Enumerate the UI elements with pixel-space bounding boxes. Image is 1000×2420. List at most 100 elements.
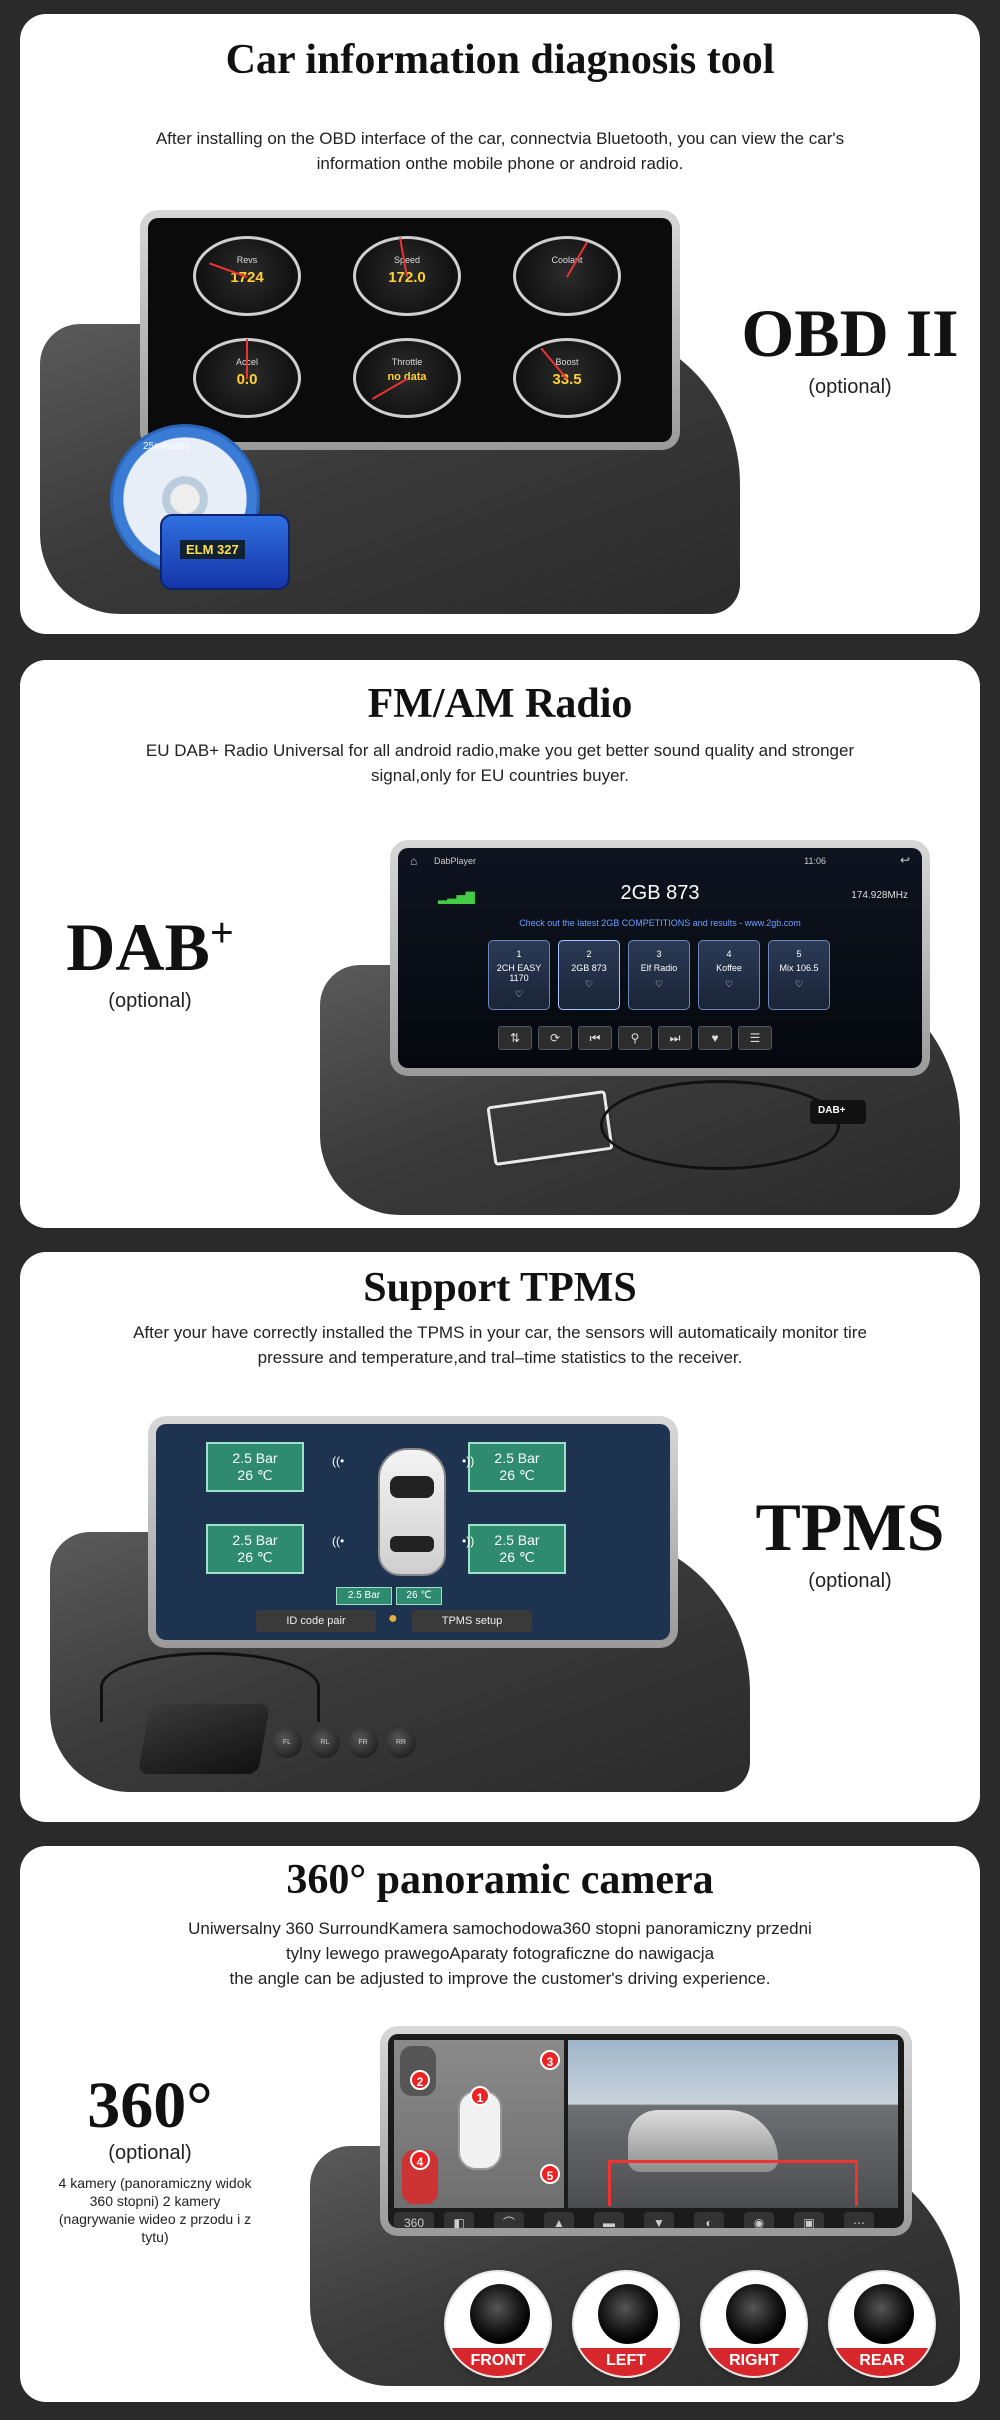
dab-frequency: 174.928MHz — [851, 890, 908, 901]
camera-live-view — [568, 2040, 898, 2208]
sensor-rl: RL — [310, 1728, 340, 1758]
tpms-card: Support TPMS After your have correctly i… — [20, 1252, 980, 1822]
tpms-optional: (optional) — [808, 1570, 892, 1592]
camera-right-label: RIGHT — [702, 2348, 806, 2376]
camera-right: RIGHT — [700, 2270, 808, 2378]
record-icon[interactable]: ▣ — [794, 2212, 824, 2228]
obd-screen: Revs 1724 Speed 172.0 Coolant Accel 0.0 … — [148, 218, 672, 442]
disc-label: 25minutes — [143, 441, 190, 452]
station-5[interactable]: 5 Mix 106.5 ♡ — [768, 940, 830, 1010]
dab-card: FM/AM Radio EU DAB+ Radio Universal for … — [20, 660, 980, 1228]
status-time: 11:06 — [804, 856, 826, 866]
search-button[interactable]: ⟳ — [538, 1026, 572, 1050]
tpms-label: TPMS — [755, 1489, 945, 1565]
favorite-icon[interactable]: ♡ — [794, 979, 804, 989]
favorite-icon[interactable]: ♡ — [514, 989, 524, 999]
camera-front: FRONT — [444, 2270, 552, 2378]
camera-toolbar: 360 ◧ ⌒ ▲ ▬ ▼ ◐ ◉ ▣ ⋯ — [394, 2212, 898, 2228]
view-360-button[interactable]: 360 — [394, 2212, 434, 2228]
side-view-icon[interactable]: ◐ — [694, 2212, 724, 2228]
gauge-boost: Boost 33.5 — [513, 338, 621, 418]
front-view-icon[interactable]: ▲ — [544, 2212, 574, 2228]
search-icon[interactable]: ⚲ — [618, 1026, 652, 1050]
tpms-title: Support TPMS — [363, 1265, 637, 1311]
camera-optional: (optional) — [108, 2142, 192, 2164]
center-temp: 26 ℃ — [396, 1587, 442, 1605]
marker-1: 1 — [470, 2086, 490, 2106]
camera-card: 360° panoramic camera Uniwersalny 360 Su… — [20, 1846, 980, 2402]
antenna-cable — [600, 1080, 840, 1170]
camera-left-label: LEFT — [574, 2348, 678, 2376]
tire-rear-left: 2.5 Bar 26 ℃ — [206, 1524, 304, 1574]
dab-title: FM/AM Radio — [367, 681, 633, 727]
obd-label: OBD II — [741, 295, 959, 371]
station-3[interactable]: 3 Elf Radio ♡ — [628, 940, 690, 1010]
list-button[interactable]: ☰ — [738, 1026, 772, 1050]
signal-icon: ▂▃▅▇ — [438, 890, 475, 904]
marker-2: 2 — [410, 2070, 430, 2090]
guide-lines — [608, 2160, 858, 2206]
camera-label: 360° — [87, 2069, 213, 2142]
signal-fl-icon: ((• — [332, 1454, 345, 1468]
view-3d-icon[interactable]: ◧ — [444, 2212, 474, 2228]
arc-icon[interactable]: ⌒ — [494, 2212, 524, 2228]
center-pressure: 2.5 Bar — [336, 1587, 392, 1605]
signal-rl-icon: ((• — [332, 1534, 345, 1548]
tire-front-left: 2.5 Bar 26 ℃ — [206, 1442, 304, 1492]
lens-icon — [598, 2284, 658, 2344]
station-4[interactable]: 4 Koffee ♡ — [698, 940, 760, 1010]
dab-app-name: DabPlayer — [434, 856, 477, 866]
marker-4: 4 — [410, 2150, 430, 2170]
sensor-rr: RR — [386, 1728, 416, 1758]
camera-description-1: Uniwersalny 360 SurroundKamera samochodo… — [188, 1919, 812, 1963]
favorite-icon[interactable]: ♡ — [724, 979, 734, 989]
rear-view-icon[interactable]: ▼ — [644, 2212, 674, 2228]
usb-cable — [100, 1652, 320, 1722]
obd-card: Car information diagnosis tool After ins… — [20, 14, 980, 634]
scan-button[interactable]: ⇅ — [498, 1026, 532, 1050]
favorite-button[interactable]: ♥ — [698, 1026, 732, 1050]
obd-title: Car information diagnosis tool — [225, 37, 775, 83]
id-code-pair-button[interactable]: ID code pair — [256, 1610, 376, 1632]
favorite-icon[interactable]: ♡ — [584, 979, 594, 989]
back-icon[interactable]: ↩ — [899, 853, 910, 867]
gauge-throttle: Throttle no data — [353, 338, 461, 418]
camera-left: LEFT — [572, 2270, 680, 2378]
tire-rear-right: 2.5 Bar 26 ℃ — [468, 1524, 566, 1574]
marker-3: 3 — [540, 2050, 560, 2070]
obd-description: After installing on the OBD interface of… — [155, 129, 845, 173]
now-playing: 2GB 873 — [620, 882, 700, 904]
more-icon[interactable]: ⋯ — [844, 2212, 874, 2228]
tire-front-right: 2.5 Bar 26 ℃ — [468, 1442, 566, 1492]
birdseye-view: 1 2 3 4 5 — [394, 2040, 564, 2208]
camera-title: 360° panoramic camera — [286, 1857, 714, 1903]
signal-fr-icon: •)) — [462, 1454, 475, 1468]
station-2[interactable]: 2 2GB 873 ♡ — [558, 940, 620, 1010]
camera-description-2: the angle can be adjusted to improve the… — [229, 1969, 771, 1988]
dab-screen: ⌂ DabPlayer 11:06 ↩ ▂▃▅▇ 2GB 873 174.928… — [398, 848, 922, 1068]
camera-rear-label: REAR — [830, 2348, 934, 2376]
dab-ticker: Check out the latest 2GB COMPETITIONS an… — [519, 918, 801, 928]
station-1[interactable]: 1 2CH EASY 1170 ♡ — [488, 940, 550, 1010]
next-button[interactable]: ⏭ — [658, 1026, 692, 1050]
favorite-icon[interactable]: ♡ — [654, 979, 664, 989]
gauge-accel: Accel 0.0 — [193, 338, 301, 418]
adapter-label: ELM 327 — [180, 540, 245, 559]
signal-rr-icon: •)) — [462, 1534, 475, 1548]
car-top-view-icon — [378, 1448, 446, 1576]
tpms-screen: 2.5 Bar 26 ℃ 2.5 Bar 26 ℃ 2.5 Bar 26 ℃ 2… — [156, 1424, 670, 1640]
dongle-label: DAB+ — [818, 1105, 846, 1116]
car-icon[interactable]: ▬ — [594, 2212, 624, 2228]
gauge-speed: Speed 172.0 — [353, 236, 461, 316]
camera-icon[interactable]: ◉ — [744, 2212, 774, 2228]
camera-front-label: FRONT — [446, 2348, 550, 2376]
camera-rear: REAR — [828, 2270, 936, 2378]
obd-head-unit: Revs 1724 Speed 172.0 Coolant Accel 0.0 … — [140, 210, 680, 450]
dab-head-unit: ⌂ DabPlayer 11:06 ↩ ▂▃▅▇ 2GB 873 174.928… — [390, 840, 930, 1076]
previous-button[interactable]: ⏮ — [578, 1026, 612, 1050]
obd-adapter: ELM 327 — [160, 514, 290, 590]
tpms-description: After your have correctly installed the … — [133, 1323, 867, 1367]
tpms-setup-button[interactable]: TPMS setup — [412, 1610, 532, 1632]
dab-dongle: DAB+ — [810, 1100, 866, 1124]
home-icon[interactable]: ⌂ — [410, 854, 418, 868]
